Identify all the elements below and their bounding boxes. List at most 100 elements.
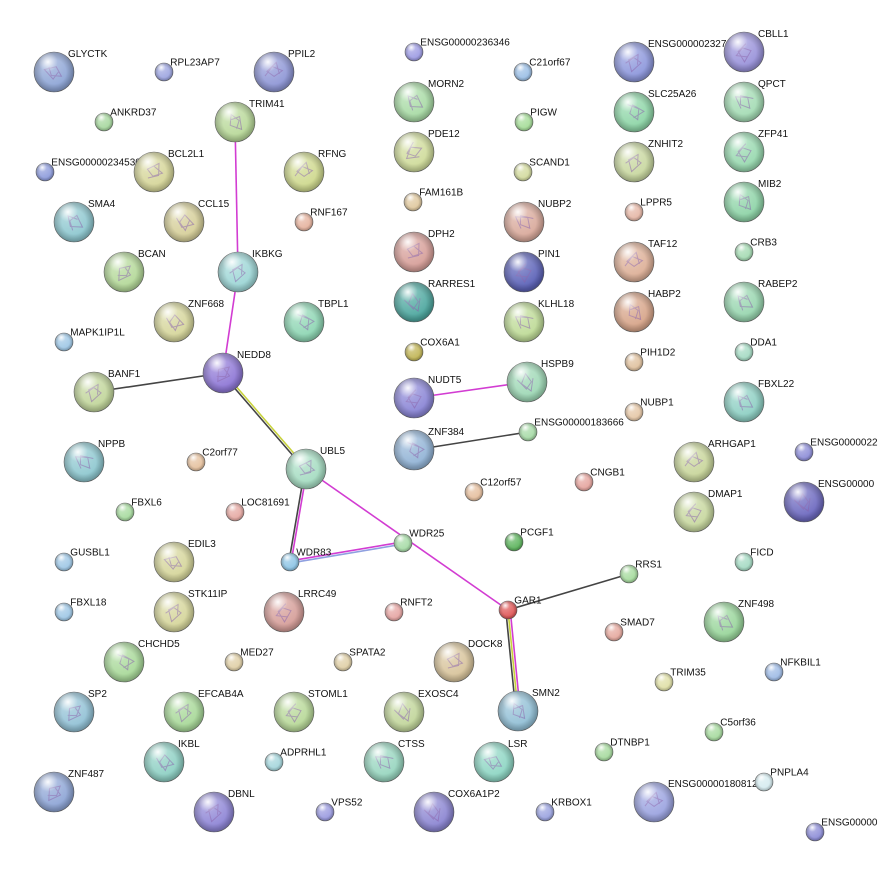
node-efcab4a[interactable]: EFCAB4A <box>163 689 244 733</box>
node-krbox1[interactable]: KRBOX1 <box>535 797 592 822</box>
node-scand1[interactable]: SCAND1 <box>513 157 570 182</box>
node-cox6a1[interactable]: COX6A1 <box>404 337 460 362</box>
node-fam161b[interactable]: FAM161B <box>403 187 464 212</box>
node-fbxl18[interactable]: FBXL18 <box>54 597 107 622</box>
node-qpct[interactable]: QPCT <box>723 79 786 123</box>
node-c21orf67[interactable]: C21orf67 <box>513 57 571 82</box>
node-wdr83[interactable]: WDR83 <box>280 547 332 572</box>
node-bcan[interactable]: BCAN <box>103 249 166 293</box>
node-trim35[interactable]: TRIM35 <box>654 667 706 692</box>
node-dda1[interactable]: DDA1 <box>734 337 777 362</box>
node-rnf167[interactable]: RNF167 <box>294 207 348 232</box>
node-nubp1[interactable]: NUBP1 <box>624 397 674 422</box>
node-morn2[interactable]: MORN2 <box>393 79 465 123</box>
node-pin1[interactable]: PIN1 <box>503 249 561 293</box>
node-banf1[interactable]: BANF1 <box>73 369 141 413</box>
node-bcl2l1[interactable]: BCL2L1 <box>133 149 205 193</box>
node-dbnl[interactable]: DBNL <box>193 789 255 833</box>
node-smad7[interactable]: SMAD7 <box>604 617 655 642</box>
node-pcgf1[interactable]: PCGF1 <box>504 527 554 552</box>
node-trim41[interactable]: TRIM41 <box>214 99 285 143</box>
node-zfp41[interactable]: ZFP41 <box>723 129 788 173</box>
node-crb3[interactable]: CRB3 <box>734 237 777 262</box>
node-adprhl1[interactable]: ADPRHL1 <box>264 747 327 772</box>
node-ensg00000183666[interactable]: ENSG00000183666 <box>518 417 624 442</box>
node-nubp2[interactable]: NUBP2 <box>503 199 572 243</box>
node-rfng[interactable]: RFNG <box>283 149 347 193</box>
node-znf487[interactable]: ZNF487 <box>33 769 105 813</box>
node-pde12[interactable]: PDE12 <box>393 129 460 173</box>
node-sma4[interactable]: SMA4 <box>53 199 116 243</box>
node-c2orf77[interactable]: C2orf77 <box>186 447 238 472</box>
node-pnpla4[interactable]: PNPLA4 <box>754 767 809 792</box>
node-glyctk[interactable]: GLYCTK <box>33 49 108 93</box>
node-mapk1ip1l[interactable]: MAPK1IP1L <box>54 327 125 352</box>
node-ensg00000_b[interactable]: ENSG00000 <box>805 817 878 842</box>
node-znhit2[interactable]: ZNHIT2 <box>613 139 683 183</box>
node-pih1d2[interactable]: PIH1D2 <box>624 347 676 372</box>
node-znf668[interactable]: ZNF668 <box>153 299 225 343</box>
node-slc25a26[interactable]: SLC25A26 <box>613 89 697 133</box>
node-ikbl[interactable]: IKBL <box>143 739 200 783</box>
node-znf498[interactable]: ZNF498 <box>703 599 775 643</box>
node-cox6a1p2[interactable]: COX6A1P2 <box>413 789 500 833</box>
node-ubl5[interactable]: UBL5 <box>285 446 345 490</box>
node-lrrc49[interactable]: LRRC49 <box>263 589 337 633</box>
node-tbpl1[interactable]: TBPL1 <box>283 299 349 343</box>
node-ikbkg[interactable]: IKBKG <box>217 249 283 293</box>
node-ensg00000236346[interactable]: ENSG00000236346 <box>404 37 510 62</box>
node-rabep2[interactable]: RABEP2 <box>723 279 798 323</box>
node-rrs1[interactable]: RRS1 <box>619 559 662 584</box>
node-c5orf36[interactable]: C5orf36 <box>704 717 756 742</box>
node-ppil2[interactable]: PPIL2 <box>253 49 316 93</box>
node-ensg0000022[interactable]: ENSG0000022 <box>794 437 878 462</box>
node-vps52[interactable]: VPS52 <box>315 797 363 822</box>
node-gar1[interactable]: GAR1 <box>498 595 542 620</box>
node-ensg00000[interactable]: ENSG00000 <box>783 479 875 523</box>
node-dock8[interactable]: DOCK8 <box>433 639 503 683</box>
node-rarres1[interactable]: RARRES1 <box>393 279 476 323</box>
node-ficd[interactable]: FICD <box>734 547 774 572</box>
node-rnft2[interactable]: RNFT2 <box>384 597 433 622</box>
node-znf384[interactable]: ZNF384 <box>393 427 465 471</box>
node-spata2[interactable]: SPATA2 <box>333 647 386 672</box>
node-med27[interactable]: MED27 <box>224 647 274 672</box>
node-smn2[interactable]: SMN2 <box>497 688 560 732</box>
node-cbll1[interactable]: CBLL1 <box>723 29 789 73</box>
node-nedd8[interactable]: NEDD8 <box>202 350 271 394</box>
node-cngb1[interactable]: CNGB1 <box>574 467 625 492</box>
node-habp2[interactable]: HABP2 <box>613 289 681 333</box>
node-stk11ip[interactable]: STK11IP <box>153 589 228 633</box>
node-fbxl6[interactable]: FBXL6 <box>115 497 162 522</box>
node-mib2[interactable]: MIB2 <box>723 179 782 223</box>
node-sp2[interactable]: SP2 <box>53 689 107 733</box>
node-arhgap1[interactable]: ARHGAP1 <box>673 439 756 483</box>
node-fbxl22[interactable]: FBXL22 <box>723 379 795 423</box>
node-lsr[interactable]: LSR <box>473 739 527 783</box>
node-exosc4[interactable]: EXOSC4 <box>383 689 459 733</box>
node-gusbl1[interactable]: GUSBL1 <box>54 547 110 572</box>
node-chchd5[interactable]: CHCHD5 <box>103 639 180 683</box>
node-ensg00000232748[interactable]: ENSG00000232748 <box>613 39 738 83</box>
node-lppr5[interactable]: LPPR5 <box>624 197 672 222</box>
node-wdr25[interactable]: WDR25 <box>393 528 445 553</box>
node-pigw[interactable]: PIGW <box>514 107 558 132</box>
node-ccl15[interactable]: CCL15 <box>163 199 230 243</box>
node-taf12[interactable]: TAF12 <box>613 239 678 283</box>
node-nppb[interactable]: NPPB <box>63 439 126 483</box>
node-hspb9[interactable]: HSPB9 <box>506 359 574 403</box>
node-nudt5[interactable]: NUDT5 <box>393 375 462 419</box>
node-loc81691[interactable]: LOC81691 <box>225 497 290 522</box>
node-ankrd37[interactable]: ANKRD37 <box>94 107 157 132</box>
node-dmap1[interactable]: DMAP1 <box>673 489 743 533</box>
node-ensg00000180812[interactable]: ENSG00000180812 <box>633 779 758 823</box>
node-rpl23ap7[interactable]: RPL23AP7 <box>154 57 220 82</box>
node-ctss[interactable]: CTSS <box>363 739 425 783</box>
node-nfkbil1[interactable]: NFKBIL1 <box>764 657 821 682</box>
node-dtnbp1[interactable]: DTNBP1 <box>594 737 650 762</box>
node-stoml1[interactable]: STOML1 <box>273 689 348 733</box>
node-c12orf57[interactable]: C12orf57 <box>464 477 522 502</box>
node-ensg00000234530[interactable]: ENSG00000234530 <box>35 157 141 182</box>
node-dph2[interactable]: DPH2 <box>393 229 455 273</box>
node-klhl18[interactable]: KLHL18 <box>503 299 575 343</box>
